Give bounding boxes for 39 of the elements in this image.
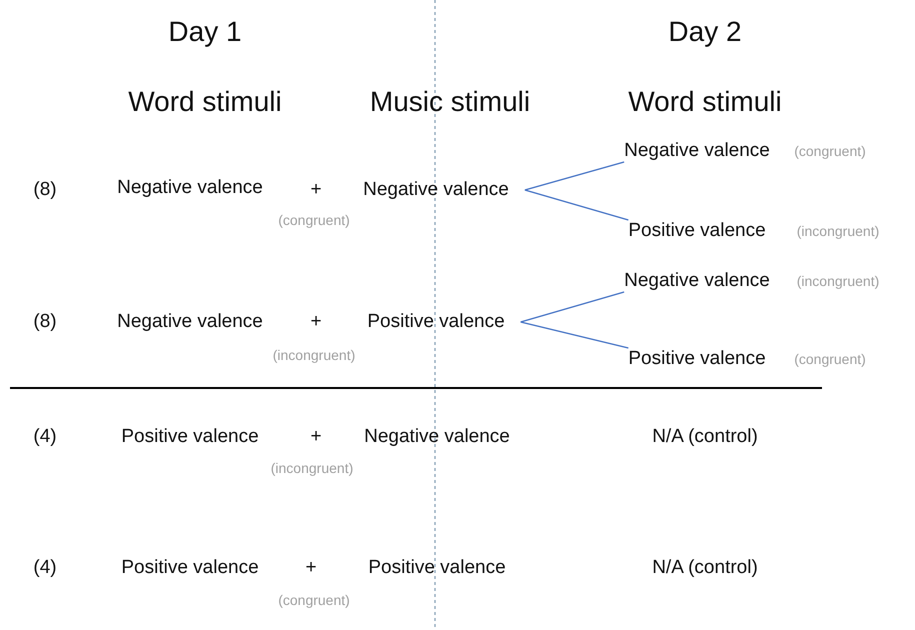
cell-text: Positive valence: [121, 557, 259, 579]
heading-text: Word stimuli: [128, 86, 282, 118]
note-text: (incongruent): [272, 347, 356, 363]
connector-line: [524, 189, 629, 221]
cell-text: (4): [33, 426, 57, 448]
connector-line: [520, 291, 624, 323]
valence-text: Positive valence: [628, 348, 766, 370]
valence-text: Positive valence: [628, 220, 766, 242]
valence-text: Negative valence: [624, 140, 770, 162]
cell-text: Negative valence: [117, 311, 263, 333]
cell-text: +: [310, 311, 322, 333]
cell-text: +: [310, 179, 322, 201]
heading-text: Music stimuli: [370, 86, 530, 118]
connector-line: [524, 161, 624, 191]
cell-text: (4): [33, 557, 57, 579]
note-text: (congruent): [794, 143, 866, 159]
note-text: (congruent): [278, 592, 350, 608]
cell-text: N/A (control): [652, 557, 758, 579]
valence-text: Negative valence: [363, 179, 525, 201]
cell-text: N/A (control): [652, 426, 758, 448]
cell-text: (8): [33, 311, 57, 333]
cell-text: Positive valence: [121, 426, 259, 448]
note-text: (incongruent): [796, 223, 880, 239]
note-text: (incongruent): [796, 273, 880, 289]
cell-text: +: [310, 426, 322, 448]
cell-text: Negative valence: [117, 177, 263, 199]
valence-text: Positive valence: [367, 311, 521, 333]
heading-text: Day 2: [668, 16, 742, 48]
cell-text: Negative valence: [364, 426, 510, 448]
valence-text: Negative valence: [624, 270, 770, 292]
cell-text: +: [305, 557, 317, 579]
note-text: (congruent): [794, 351, 866, 367]
note-text: (incongruent): [270, 460, 354, 476]
heading-text: Day 1: [168, 16, 242, 48]
cell-text: Positive valence: [368, 557, 506, 579]
cell-text: (8): [33, 179, 57, 201]
note-text: (congruent): [278, 212, 350, 228]
connector-line: [520, 321, 628, 349]
heading-text: Word stimuli: [628, 86, 782, 118]
